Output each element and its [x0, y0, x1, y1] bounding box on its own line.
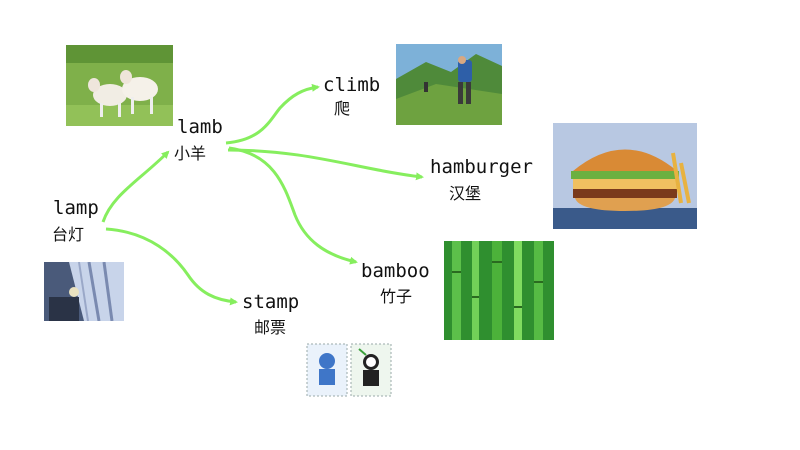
lamp-photo [44, 262, 124, 321]
arrow-lamb-to-climb [225, 83, 320, 145]
stamp-chinese: 邮票 [254, 318, 287, 337]
hamburger-photo [553, 123, 697, 229]
lamp-chinese: 台灯 [52, 225, 85, 244]
hamburger-chinese: 汉堡 [449, 184, 482, 203]
stamp-photo [304, 341, 394, 399]
arrow-lamp-to-lamb [101, 150, 170, 223]
hamburger-word: hamburger [430, 156, 533, 178]
arrow-lamb-to-hamburger [227, 148, 424, 181]
climb-chinese: 爬 [334, 99, 351, 118]
climb-photo [396, 44, 502, 125]
lamb-word: lamb [177, 116, 223, 138]
climb-word: climb [323, 74, 381, 96]
lamb-chinese: 小羊 [174, 144, 207, 163]
lamb-photo [66, 45, 173, 126]
arrow-lamp-to-stamp [105, 227, 238, 306]
lamp-word: lamp [53, 197, 99, 219]
bamboo-word: bamboo [361, 260, 430, 282]
bamboo-photo [444, 241, 554, 340]
stamp-word: stamp [242, 291, 300, 313]
bamboo-chinese: 竹子 [380, 287, 413, 306]
arrow-lamb-to-bamboo [228, 146, 358, 265]
